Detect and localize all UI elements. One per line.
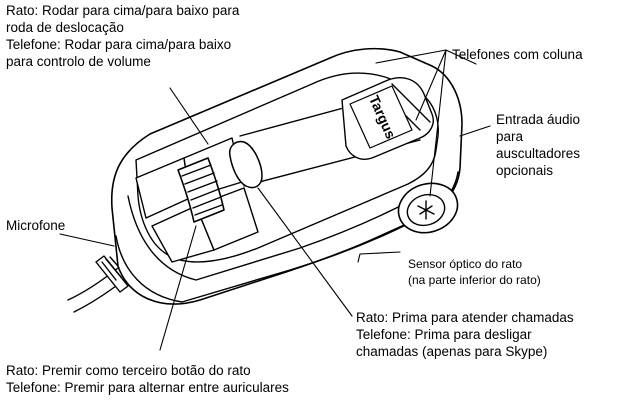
label-line: Telefones com coluna [452,47,583,62]
label-call-button: Rato: Prima para atender chamadas Telefo… [356,309,574,360]
scroll-wheel [177,157,225,223]
label-speakers: Telefones com coluna [452,46,583,63]
label-line: chamadas (apenas para Skype) [356,344,548,359]
label-audio-input: Entrada áudio para auscultadores opciona… [496,111,580,179]
label-microphone: Microfone [6,217,65,234]
call-button [228,140,263,189]
label-line: Rato: Premir como terceiro botão do rato [6,363,251,378]
label-line: Rato: Prima para atender chamadas [356,310,574,325]
cable-connector [95,255,129,293]
label-line: roda de deslocação [6,20,124,35]
label-line: Microfone [6,218,66,233]
label-middle-button: Rato: Premir como terceiro botão do rato… [6,362,289,396]
label-line: Telefone: Premir para alternar entre aur… [6,380,289,395]
label-line: auscultadores [496,146,581,161]
label-line: opcionais [496,163,554,178]
label-line: para [496,129,524,144]
audio-jack [397,182,459,234]
leader-lines [59,49,491,351]
logo-plate [349,85,413,149]
label-line: para controlo de volume [6,54,151,69]
label-line: Telefone: Rodar para cima/para baixo [6,37,232,52]
label-line: Telefone: Prima para desligar [356,327,532,342]
label-line: (na parte inferior do rato) [408,273,541,287]
label-line: Sensor óptico do rato [408,257,523,271]
label-scroll-wheel: Rato: Rodar para cima/para baixo para ro… [6,2,239,70]
label-line: Rato: Rodar para cima/para baixo para [6,3,240,18]
label-line: Entrada áudio [496,112,581,127]
label-optical-sensor: Sensor óptico do rato (na parte inferior… [408,256,541,288]
